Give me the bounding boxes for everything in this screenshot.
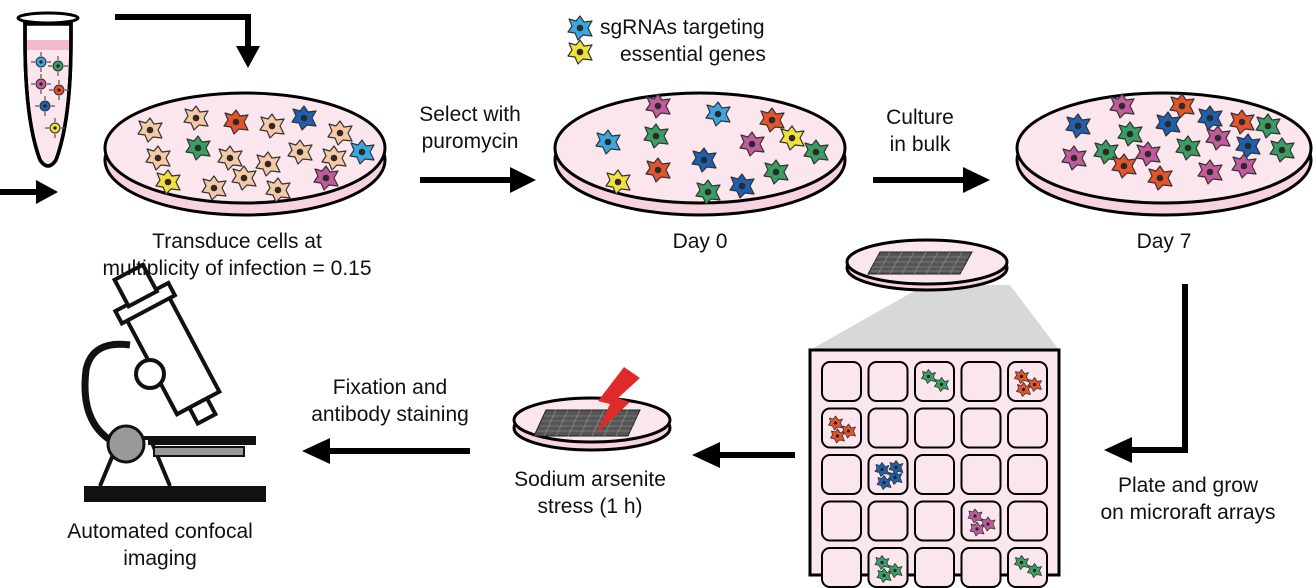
plate-label: Plate and grow on microraft arrays <box>1088 472 1288 526</box>
arrow-icon <box>1104 284 1188 463</box>
petri-dish-icon <box>1015 91 1313 217</box>
microraft <box>914 454 955 495</box>
fixation-line-2: antibody staining <box>311 403 469 426</box>
lightning-bolt-icon <box>596 367 640 434</box>
sgrna-line-1: sgRNAs targeting <box>600 16 765 39</box>
imaging-line-1: Automated confocal <box>67 520 253 543</box>
microraft <box>960 361 1002 402</box>
microraft <box>867 407 909 449</box>
microraft <box>821 547 862 588</box>
sgrna-legend-label: sgRNAs targeting essential genes <box>596 14 806 68</box>
arrow-icon <box>115 14 260 68</box>
arsenite-label: Sodium arsenite stress (1 h) <box>490 466 690 520</box>
select-line-1: Select with <box>419 103 521 126</box>
arsenite-line-2: stress (1 h) <box>537 495 643 518</box>
select-label: Select with puromycin <box>400 101 540 155</box>
arsenite-dish-icon <box>512 367 672 452</box>
arrow-icon <box>302 438 470 464</box>
day7-text: Day 7 <box>1136 230 1192 253</box>
sgrna-line-2: essential genes <box>620 43 766 66</box>
day0-label: Day 0 <box>640 228 760 255</box>
microraft <box>914 547 955 588</box>
plate-line-2: on microraft arrays <box>1100 501 1276 524</box>
culture-line-2: in bulk <box>889 133 951 156</box>
microraft <box>821 361 862 402</box>
day0-text: Day 0 <box>672 230 728 253</box>
transduce-label: Transduce cells at multiplicity of infec… <box>72 228 402 282</box>
transduce-line-2: multiplicity of infection = 0.15 <box>102 257 372 280</box>
transduce-line-1: Transduce cells at <box>152 230 322 253</box>
microraft-array-icon <box>808 348 1061 588</box>
microraft <box>914 407 955 449</box>
arrow-icon <box>873 167 990 193</box>
fixation-label: Fixation and antibody staining <box>290 374 490 428</box>
fixation-line-1: Fixation and <box>332 376 448 399</box>
microraft <box>960 547 1002 588</box>
sgrna-blue-cell-icon <box>567 15 593 41</box>
microraft <box>1007 407 1048 449</box>
microraft <box>821 500 862 542</box>
microraft-dish-icon <box>810 238 1059 350</box>
imaging-line-2: imaging <box>123 547 197 570</box>
sgrna-yellow-cell-icon <box>567 39 593 65</box>
imaging-label: Automated confocal imaging <box>50 518 270 572</box>
microraft <box>960 407 1002 449</box>
arrow-icon <box>420 167 536 193</box>
microscope-icon <box>81 262 266 502</box>
culture-line-1: Culture <box>886 106 954 129</box>
microraft <box>1007 454 1048 495</box>
arrow-icon <box>0 180 58 204</box>
select-line-2: puromycin <box>421 130 519 153</box>
microraft <box>867 500 909 542</box>
microraft <box>821 454 862 495</box>
plate-line-1: Plate and grow <box>1117 474 1259 497</box>
tube-icon <box>16 11 80 168</box>
microraft <box>1007 500 1048 542</box>
microraft <box>960 454 1002 495</box>
culture-label: Culture in bulk <box>860 104 980 158</box>
microraft <box>914 500 955 542</box>
microraft <box>867 361 909 402</box>
arrow-icon <box>692 442 795 468</box>
arsenite-line-1: Sodium arsenite <box>514 468 666 491</box>
day7-label: Day 7 <box>1104 228 1224 255</box>
